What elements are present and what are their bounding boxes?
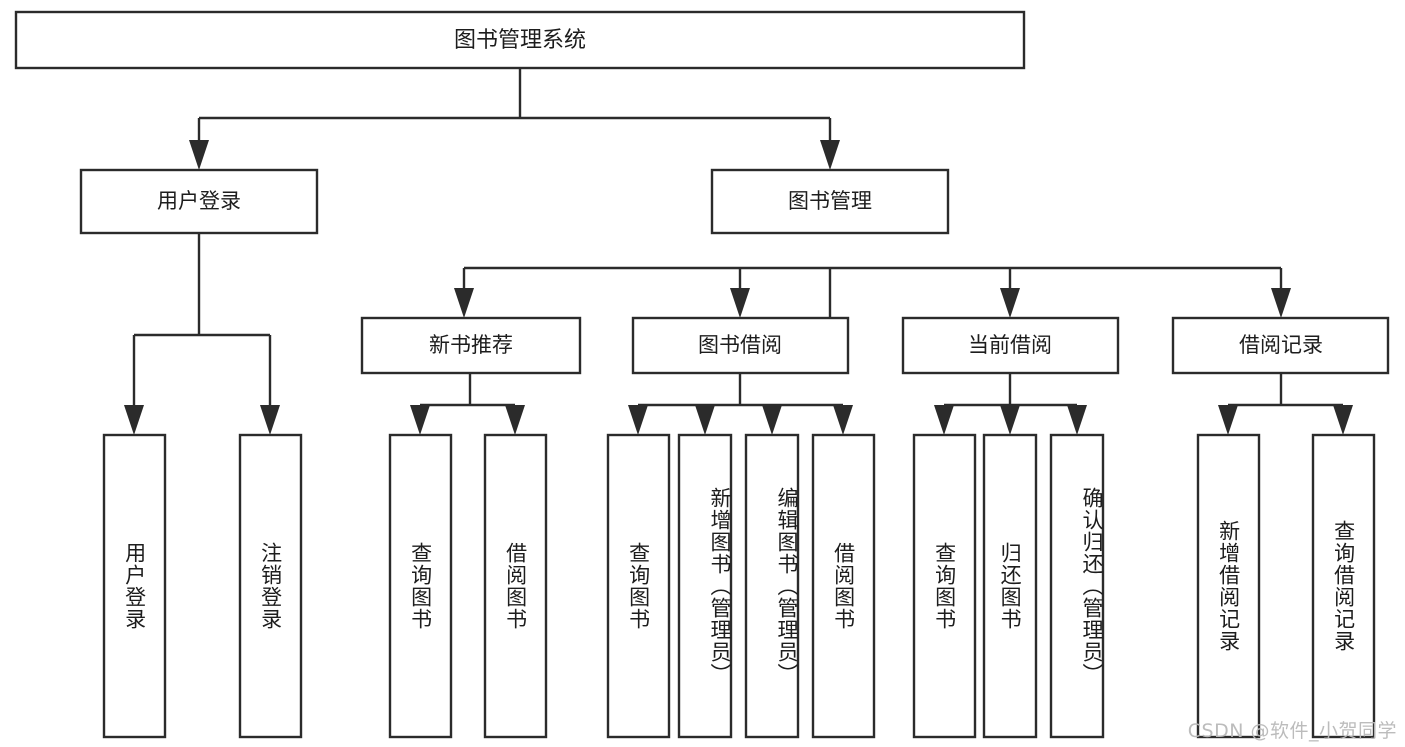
leaf-user-login-box[interactable]	[102, 433, 167, 739]
node-current-borrow-box[interactable]	[901, 316, 1120, 375]
node-book-borrow-label: 图书借阅	[698, 333, 782, 357]
node-book-manage[interactable]: 图书管理	[710, 168, 950, 235]
arrow-to-leaf-add-book	[695, 405, 715, 435]
arrow-to-new-book-recommend	[454, 288, 474, 318]
connector-current-borrow-to-leaves	[934, 373, 1087, 435]
arrow-to-user-login	[189, 140, 209, 170]
leaf-boxes	[102, 433, 1376, 739]
node-root-label: 图书管理系统	[454, 28, 586, 53]
node-borrow-record-label: 借阅记录	[1239, 333, 1323, 357]
connector-book-borrow-to-leaves	[628, 373, 853, 435]
arrow-to-leaf-confirm-return	[1067, 405, 1087, 435]
arrow-to-book-manage	[820, 140, 840, 170]
leaf-borrow-book-1-box[interactable]	[483, 433, 548, 739]
node-book-manage-label: 图书管理	[788, 189, 872, 213]
arrow-to-leaf-query-book-1	[410, 405, 430, 435]
node-new-book-recommend-box[interactable]	[360, 316, 582, 375]
arrow-to-leaf-query-record	[1333, 405, 1353, 435]
leaf-return-book-box[interactable]	[982, 433, 1038, 739]
csdn-watermark: CSDN @软件_小贺同学	[1187, 720, 1397, 742]
node-user-login[interactable]: 用户登录	[79, 168, 319, 235]
node-root[interactable]: 图书管理系统	[14, 10, 1026, 70]
arrow-to-leaf-query-book-3	[934, 405, 954, 435]
node-user-login-label: 用户登录	[157, 189, 241, 213]
leaf-query-book-1-box[interactable]	[388, 433, 453, 739]
leaf-borrow-book-2-box[interactable]	[811, 433, 876, 739]
node-new-book-recommend[interactable]: 新书推荐	[360, 316, 582, 375]
arrow-to-leaf-query-book-2	[628, 405, 648, 435]
node-user-login-box[interactable]	[79, 168, 319, 235]
leaf-edit-book-box[interactable]	[744, 433, 800, 739]
leaf-add-record-box[interactable]	[1196, 433, 1261, 739]
arrow-to-leaf-add-record	[1218, 405, 1238, 435]
arrow-to-leaf-borrow-book-2	[833, 405, 853, 435]
node-root-box[interactable]	[14, 10, 1026, 70]
arrow-to-leaf-user-login	[124, 405, 144, 435]
arrow-to-borrow-record	[1271, 288, 1291, 318]
node-current-borrow-label: 当前借阅	[968, 333, 1052, 357]
connector-root-to-level2	[189, 68, 840, 170]
arrow-to-leaf-edit-book	[762, 405, 782, 435]
connector-new-book-recommend-to-leaves	[410, 373, 525, 435]
arrow-to-leaf-return-book	[1000, 405, 1020, 435]
node-book-manage-box[interactable]	[710, 168, 950, 235]
node-current-borrow[interactable]: 当前借阅	[901, 316, 1120, 375]
arrow-to-current-borrow	[1000, 288, 1020, 318]
connector-book-manage-to-level3	[454, 266, 1291, 373]
connector-user-login-to-leaves	[124, 233, 280, 435]
leaf-query-book-3-box[interactable]	[912, 433, 977, 739]
leaf-add-book-box[interactable]	[677, 433, 733, 739]
node-book-borrow[interactable]: 图书借阅	[631, 316, 850, 375]
leaf-query-book-2-box[interactable]	[606, 433, 671, 739]
leaf-query-record-box[interactable]	[1311, 433, 1376, 739]
arrow-to-leaf-borrow-book-1	[505, 405, 525, 435]
node-borrow-record[interactable]: 借阅记录	[1171, 316, 1390, 375]
node-borrow-record-box[interactable]	[1171, 316, 1390, 375]
arrow-to-book-borrow	[730, 288, 750, 318]
node-new-book-recommend-label: 新书推荐	[429, 333, 513, 357]
node-book-borrow-box[interactable]	[631, 316, 850, 375]
leaf-user-logout-box[interactable]	[238, 433, 303, 739]
arrow-to-leaf-user-logout	[260, 405, 280, 435]
leaf-confirm-return-box[interactable]	[1049, 433, 1105, 739]
connector-borrow-record-to-leaves	[1218, 373, 1353, 435]
